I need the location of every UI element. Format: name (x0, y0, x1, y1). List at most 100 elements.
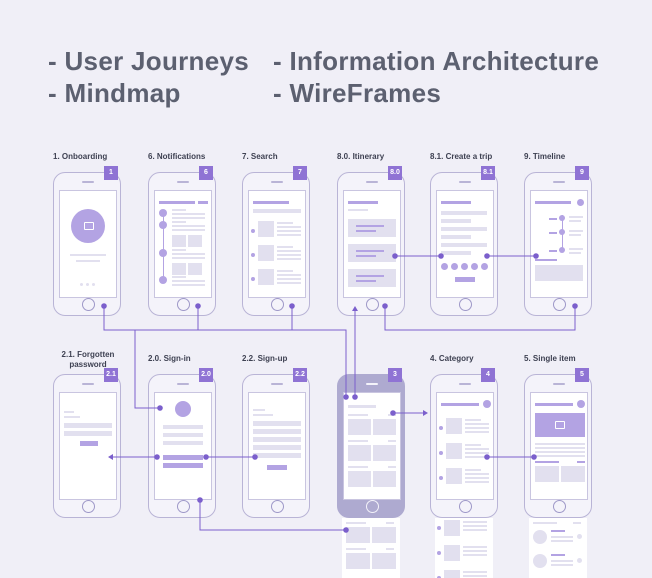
placeholder-block (465, 423, 489, 425)
screen-badge: 5 (575, 368, 589, 382)
placeholder-block (446, 443, 462, 459)
placeholder-block (348, 471, 371, 487)
placeholder-block (163, 433, 203, 437)
speaker (366, 383, 378, 385)
placeholder-block (388, 466, 396, 468)
placeholder-block (372, 527, 396, 543)
screen-single-item (530, 392, 588, 500)
placeholder-block (188, 263, 202, 275)
scroll-extension-single-item (529, 518, 587, 578)
placeholder-block (172, 217, 205, 219)
placeholder-block (348, 466, 368, 468)
accent-block (549, 232, 557, 234)
placeholder-block (348, 405, 376, 408)
screen-badge: 8.1 (481, 166, 495, 180)
screen-home (343, 392, 401, 500)
placeholder-block (465, 452, 489, 454)
accent-block (577, 400, 585, 408)
connector-dot (484, 454, 490, 460)
placeholder-block (277, 258, 301, 260)
phone-timeline: 9 (524, 166, 592, 316)
accent-block (159, 249, 167, 257)
screen-label-onboarding: 1. Onboarding (53, 152, 108, 161)
placeholder-block (172, 229, 205, 231)
screen-timeline (530, 190, 588, 298)
phone-category: 4 (430, 368, 498, 518)
placeholder-block (163, 425, 203, 429)
screen-label-single-item: 5. Single item (524, 354, 576, 363)
placeholder-block (277, 234, 301, 236)
speaker (366, 181, 378, 183)
placeholder-block (465, 431, 489, 433)
screen-badge: 2.2 (293, 368, 307, 382)
screen-notifications (154, 190, 212, 298)
screen-sign-up (248, 392, 306, 500)
placeholder-block (348, 419, 371, 435)
placeholder-block (253, 209, 301, 213)
accent-block (159, 276, 167, 284)
arrow-head-icon (423, 410, 428, 416)
speaker (271, 383, 283, 385)
connector-dot (197, 497, 203, 503)
placeholder-block (388, 440, 396, 442)
placeholder-block (253, 437, 301, 442)
screen-label-itinerary: 8.0. Itinerary (337, 152, 385, 161)
heading-mindmap: - Mindmap (48, 78, 181, 108)
speaker (459, 181, 471, 183)
home-button (271, 500, 284, 513)
connector-dot (343, 394, 349, 400)
placeholder-block (346, 527, 370, 543)
placeholder-block (277, 222, 293, 224)
screen-badge: 8.0 (388, 166, 402, 180)
placeholder-block (569, 220, 581, 222)
placeholder-block (569, 230, 583, 232)
placeholder-block (569, 252, 581, 254)
placeholder-block (64, 416, 80, 418)
placeholder-block (373, 471, 396, 487)
screen-label-forgotten-password: 2.1. Forgotten password (61, 350, 115, 369)
placeholder-block (465, 481, 489, 483)
placeholder-block (551, 540, 573, 542)
connector-dot (343, 527, 349, 533)
accent-block (267, 465, 287, 470)
speaker (177, 383, 189, 385)
speaker (271, 181, 283, 183)
placeholder-block (441, 243, 487, 247)
heading-user-journeys: - User Journeys (48, 46, 250, 76)
placeholder-block (465, 473, 489, 475)
screen-badge: 2.1 (104, 368, 118, 382)
placeholder-block (348, 209, 368, 211)
placeholder-block (569, 234, 581, 236)
screen-label-category: 4. Category (430, 354, 474, 363)
accent-block (577, 199, 584, 206)
placeholder-block (258, 269, 274, 285)
placeholder-block (446, 418, 462, 434)
timeline-line (163, 211, 164, 283)
accent-block (535, 403, 573, 406)
connector-dot (484, 253, 490, 259)
screen-badge: 2.0 (199, 368, 213, 382)
connector-timeline-itinerary (384, 306, 576, 331)
placeholder-block (463, 525, 487, 527)
screen-label-notifications: 6. Notifications (148, 152, 206, 161)
placeholder-block (172, 249, 186, 251)
placeholder-block (277, 274, 301, 276)
placeholder-block (346, 548, 366, 550)
accent-block (535, 259, 557, 261)
placeholder-block (172, 263, 186, 275)
placeholder-block (253, 421, 301, 426)
accent-block (356, 230, 376, 232)
camera-icon (84, 222, 94, 230)
placeholder-block (465, 477, 489, 479)
placeholder-block (64, 411, 74, 413)
connector-dot (572, 303, 578, 309)
connector-dot (438, 253, 444, 259)
placeholder-block (172, 209, 186, 211)
accent-block (356, 280, 376, 282)
placeholder-block (386, 522, 394, 524)
accent-block (253, 201, 289, 204)
placeholder-block (64, 423, 112, 428)
phone-create-trip: 8.1 (430, 166, 498, 316)
placeholder-block (172, 276, 186, 278)
